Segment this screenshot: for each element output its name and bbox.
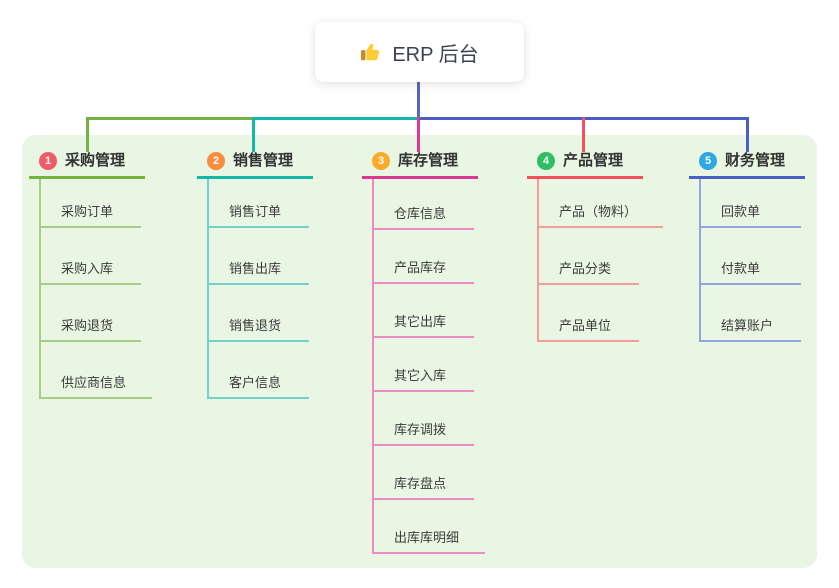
child-node[interactable]: 出库库明细 [374,500,486,554]
branch-number-badge: 2 [207,152,225,170]
mindmap-background-panel [22,135,817,568]
child-node[interactable]: 库存盘点 [374,446,474,500]
branch-number-badge: 4 [537,152,555,170]
branch-number-badge: 1 [39,152,57,170]
connector-drop-branch2 [252,117,255,152]
child-node[interactable]: 产品单位 [539,285,639,342]
children-group: 销售订单销售出库销售退货客户信息 [207,179,313,399]
child-label: 产品库存 [394,260,447,275]
child-node[interactable]: 产品（物料） [539,179,664,228]
child-node[interactable]: 产品库存 [374,230,474,284]
branch-label: 产品管理 [563,152,624,169]
child-node[interactable]: 结算账户 [701,285,801,342]
child-label: 销售退货 [229,318,282,333]
branch-header[interactable]: 3 库存管理 [362,150,478,179]
child-node[interactable]: 库存调拨 [374,392,474,446]
child-label: 库存盘点 [394,476,447,491]
child-label: 采购入库 [61,261,114,276]
thumbs-up-icon [361,43,380,61]
root-label: ERP 后台 [392,43,479,66]
child-label: 出库库明细 [394,530,460,545]
child-node[interactable]: 采购订单 [41,179,141,228]
child-node[interactable]: 仓库信息 [374,179,474,230]
branch-header[interactable]: 1 采购管理 [29,150,145,179]
branch-label: 财务管理 [725,152,786,169]
child-node[interactable]: 销售退货 [209,285,309,342]
connector-drop-branch3 [417,117,420,152]
children-group: 产品（物料） 产品分类产品单位 [537,179,664,342]
child-node[interactable]: 其它入库 [374,338,474,392]
child-label: 客户信息 [229,375,282,390]
child-label: 产品单位 [559,318,612,333]
child-node[interactable]: 付款单 [701,228,801,285]
branch-inventory: 3 库存管理 仓库信息产品库存其它出库其它入库库存调拨库存盘点出库库明细 [362,150,486,554]
branch-header[interactable]: 2 销售管理 [197,150,313,179]
child-label: 回款单 [721,204,761,219]
connector-rail-branch2 [252,117,417,120]
children-group: 采购订单采购入库采购退货供应商信息 [39,179,153,399]
child-node[interactable]: 客户信息 [209,342,309,399]
child-node[interactable]: 供应商信息 [41,342,153,399]
branch-label: 库存管理 [398,152,459,169]
branch-number-badge: 5 [699,152,717,170]
child-label: 产品（物料） [559,204,638,219]
branch-header[interactable]: 4 产品管理 [527,150,643,179]
branch-sales: 2 销售管理 销售订单销售出库销售退货客户信息 [197,150,313,399]
branch-procurement: 1 采购管理 采购订单采购入库采购退货供应商信息 [29,150,153,399]
connector-rail-branch1 [86,117,252,120]
child-node[interactable]: 采购入库 [41,228,141,285]
child-label: 结算账户 [721,318,774,333]
child-node[interactable]: 采购退货 [41,285,141,342]
child-label: 库存调拨 [394,422,447,437]
child-node[interactable]: 销售订单 [209,179,309,228]
child-node[interactable]: 其它出库 [374,284,474,338]
connector-root-drop [417,82,420,118]
child-label: 采购订单 [61,204,114,219]
root-node[interactable]: ERP 后台 [315,22,524,82]
branch-label: 销售管理 [233,152,294,169]
child-node[interactable]: 销售出库 [209,228,309,285]
connector-drop-branch1 [86,117,89,152]
child-label: 仓库信息 [394,206,447,221]
child-label: 供应商信息 [61,375,127,390]
child-label: 采购退货 [61,318,114,333]
child-label: 其它入库 [394,368,447,383]
connector-drop-branch4 [582,117,585,152]
branch-header[interactable]: 5 财务管理 [689,150,805,179]
child-label: 销售订单 [229,204,282,219]
child-node[interactable]: 回款单 [701,179,801,228]
child-label: 付款单 [721,261,761,276]
branch-label: 采购管理 [65,152,126,169]
child-node[interactable]: 产品分类 [539,228,639,285]
child-label: 其它出库 [394,314,447,329]
children-group: 仓库信息产品库存其它出库其它入库库存调拨库存盘点出库库明细 [372,179,486,554]
children-group: 回款单付款单结算账户 [699,179,805,342]
child-label: 销售出库 [229,261,282,276]
connector-drop-branch5 [746,117,749,152]
child-label: 产品分类 [559,261,612,276]
branch-number-badge: 3 [372,152,390,170]
branch-product: 4 产品管理 产品（物料） 产品分类产品单位 [527,150,664,342]
branch-finance: 5 财务管理 回款单付款单结算账户 [689,150,805,342]
